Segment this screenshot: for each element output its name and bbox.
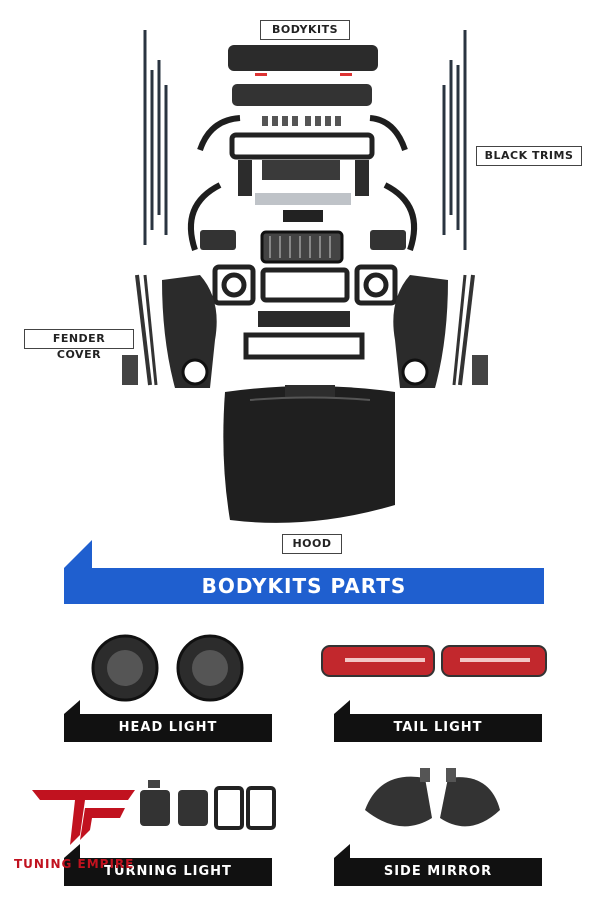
grille-parts bbox=[200, 132, 406, 264]
left-black-trims bbox=[143, 30, 168, 245]
head-light-label: HEAD LIGHT bbox=[64, 714, 272, 742]
turning-light-label-accent bbox=[64, 844, 80, 858]
headlamp-surrounds bbox=[212, 264, 398, 306]
fender-cover-label: FENDER COVER bbox=[24, 329, 134, 361]
bodykits-parts-banner: BODYKITS PARTS bbox=[64, 568, 544, 604]
tuning-empire-wordmark: TUNING EMPIRE bbox=[14, 857, 135, 871]
front-bumper bbox=[228, 45, 378, 106]
hood-label: HOOD bbox=[282, 534, 342, 554]
side-mirror-label-accent bbox=[334, 844, 350, 858]
bodykits-label: BODYKITS bbox=[260, 20, 350, 40]
fender-flares bbox=[187, 115, 418, 251]
lower-brackets bbox=[243, 311, 365, 360]
turning-light-set bbox=[140, 780, 276, 830]
tuning-empire-logo bbox=[32, 790, 135, 845]
side-mirror-pair bbox=[365, 768, 500, 827]
tail-light-label: TAIL LIGHT bbox=[334, 714, 542, 742]
turning-light-label: TURNING LIGHT bbox=[64, 858, 272, 886]
side-mirror-label: SIDE MIRROR bbox=[334, 858, 542, 886]
small-parts bbox=[262, 116, 341, 126]
tail-light-label-accent bbox=[334, 700, 350, 714]
hood bbox=[223, 385, 395, 523]
head-light-pair bbox=[91, 634, 244, 702]
right-fender-cover bbox=[393, 274, 488, 388]
banner-accent bbox=[64, 540, 92, 568]
right-black-trims bbox=[442, 30, 467, 250]
tail-light-pair bbox=[321, 645, 547, 677]
head-light-label-accent bbox=[64, 700, 80, 714]
left-fender-cover bbox=[122, 274, 217, 388]
black-trims-label: BLACK TRIMS bbox=[476, 146, 582, 166]
